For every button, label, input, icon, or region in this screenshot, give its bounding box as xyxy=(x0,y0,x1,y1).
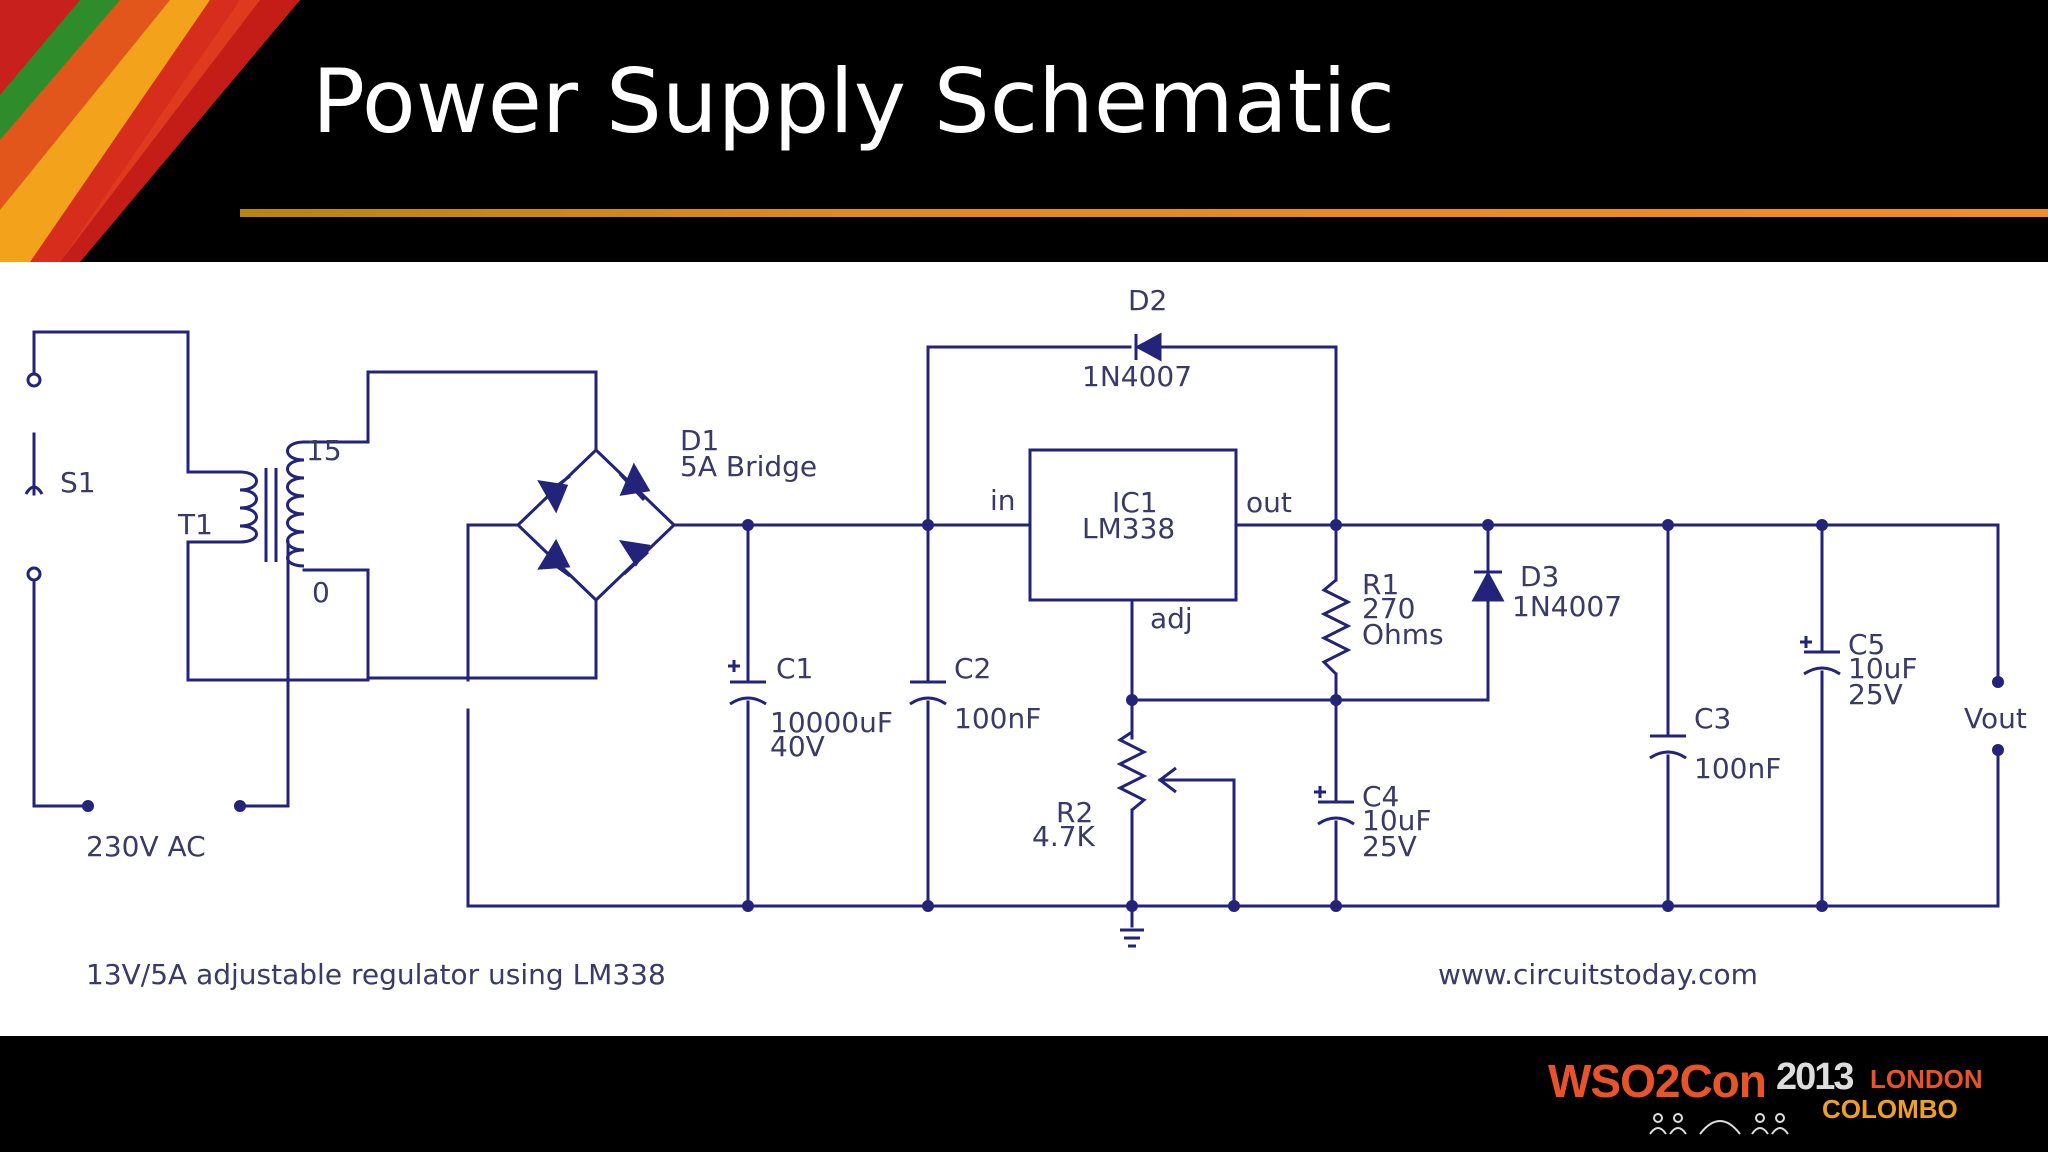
d3-diode-symbol xyxy=(1471,570,1505,602)
c5-ref: C5 xyxy=(1848,628,1885,661)
c3-value: 100nF xyxy=(1694,752,1781,785)
c5-value: 10uF xyxy=(1848,652,1917,685)
transformer-tap-high: 15 xyxy=(306,434,342,467)
ac-terminal-left xyxy=(82,800,94,812)
schematic-source: www.circuitstoday.com xyxy=(1438,958,1758,991)
logo-year: 2013 xyxy=(1776,1056,1855,1098)
d2-diode-symbol xyxy=(1134,332,1162,362)
s1-switch-symbol xyxy=(24,372,44,582)
c1-ref: C1 xyxy=(776,652,813,685)
wires xyxy=(32,330,2000,928)
c4-rating: 25V xyxy=(1362,830,1417,863)
c5-rating: 25V xyxy=(1848,678,1903,711)
supply-label: 230V AC xyxy=(86,830,206,863)
logo-people-icon xyxy=(1649,1113,1789,1135)
r2-value: 4.7K xyxy=(1032,820,1096,853)
d1-bridge-diodes xyxy=(537,462,651,578)
decorative-stripes xyxy=(0,0,300,262)
c1-rating: 40V xyxy=(770,730,825,763)
power-supply-schematic: S1 T1 15 0 230V AC D1 5A Bridge D2 1N400… xyxy=(24,284,2027,991)
d2-ref: D2 xyxy=(1128,284,1167,317)
slide-title: Power Supply Schematic xyxy=(312,50,1396,153)
logo-city-colombo: COLOMBO xyxy=(1822,1094,1958,1124)
r1-unit: Ohms xyxy=(1362,618,1444,651)
d2-part: 1N4007 xyxy=(1082,360,1192,393)
bridge-value: 5A Bridge xyxy=(680,450,817,483)
regulator-pin-in: in xyxy=(990,484,1016,517)
c2-ref: C2 xyxy=(954,652,991,685)
output-label: Vout xyxy=(1964,702,2027,735)
component-labels: S1 T1 15 0 230V AC D1 5A Bridge D2 1N400… xyxy=(60,284,2027,991)
c3-ref: C3 xyxy=(1694,702,1731,735)
regulator-ref: IC1 xyxy=(1112,486,1158,519)
regulator-pin-out: out xyxy=(1246,486,1292,519)
resistors xyxy=(1116,578,1352,812)
r2-ref: R2 xyxy=(1056,796,1093,829)
t1-transformer-symbol xyxy=(239,440,305,568)
bridge-ref: D1 xyxy=(680,424,719,457)
c1-value: 10000uF xyxy=(770,706,893,739)
regulator-part: LM338 xyxy=(1082,512,1175,545)
d3-part: 1N4007 xyxy=(1512,590,1622,623)
transformer-tap-low: 0 xyxy=(312,576,330,609)
event-logo: WSO2Con 2013 LONDON COLOMBO xyxy=(1548,1044,1988,1144)
r1-ref: R1 xyxy=(1362,568,1399,601)
ac-terminal-right xyxy=(234,800,246,812)
logo-city-london: LONDON xyxy=(1870,1064,1983,1094)
logo-brand: WSO2Con xyxy=(1548,1055,1767,1107)
c4-value: 10uF xyxy=(1362,804,1431,837)
c4-ref: C4 xyxy=(1362,780,1399,813)
regulator-pin-adj: adj xyxy=(1150,602,1193,635)
polarity-marks xyxy=(728,636,1812,798)
transformer-ref: T1 xyxy=(177,508,213,541)
capacitor-plates xyxy=(729,650,1841,826)
ground-symbol xyxy=(1120,928,1144,948)
slide-footer: WSO2Con 2013 LONDON COLOMBO xyxy=(0,1036,2048,1152)
slide-header: Power Supply Schematic xyxy=(0,0,2048,262)
schematic-panel: S1 T1 15 0 230V AC D1 5A Bridge D2 1N400… xyxy=(0,262,2048,1036)
r1-value: 270 xyxy=(1362,592,1415,625)
switch-ref: S1 xyxy=(60,466,96,499)
d3-ref: D3 xyxy=(1520,560,1559,593)
junction-dots xyxy=(742,519,2004,912)
c2-value: 100nF xyxy=(954,702,1041,735)
accent-rule xyxy=(240,209,2048,217)
schematic-caption: 13V/5A adjustable regulator using LM338 xyxy=(86,958,666,991)
